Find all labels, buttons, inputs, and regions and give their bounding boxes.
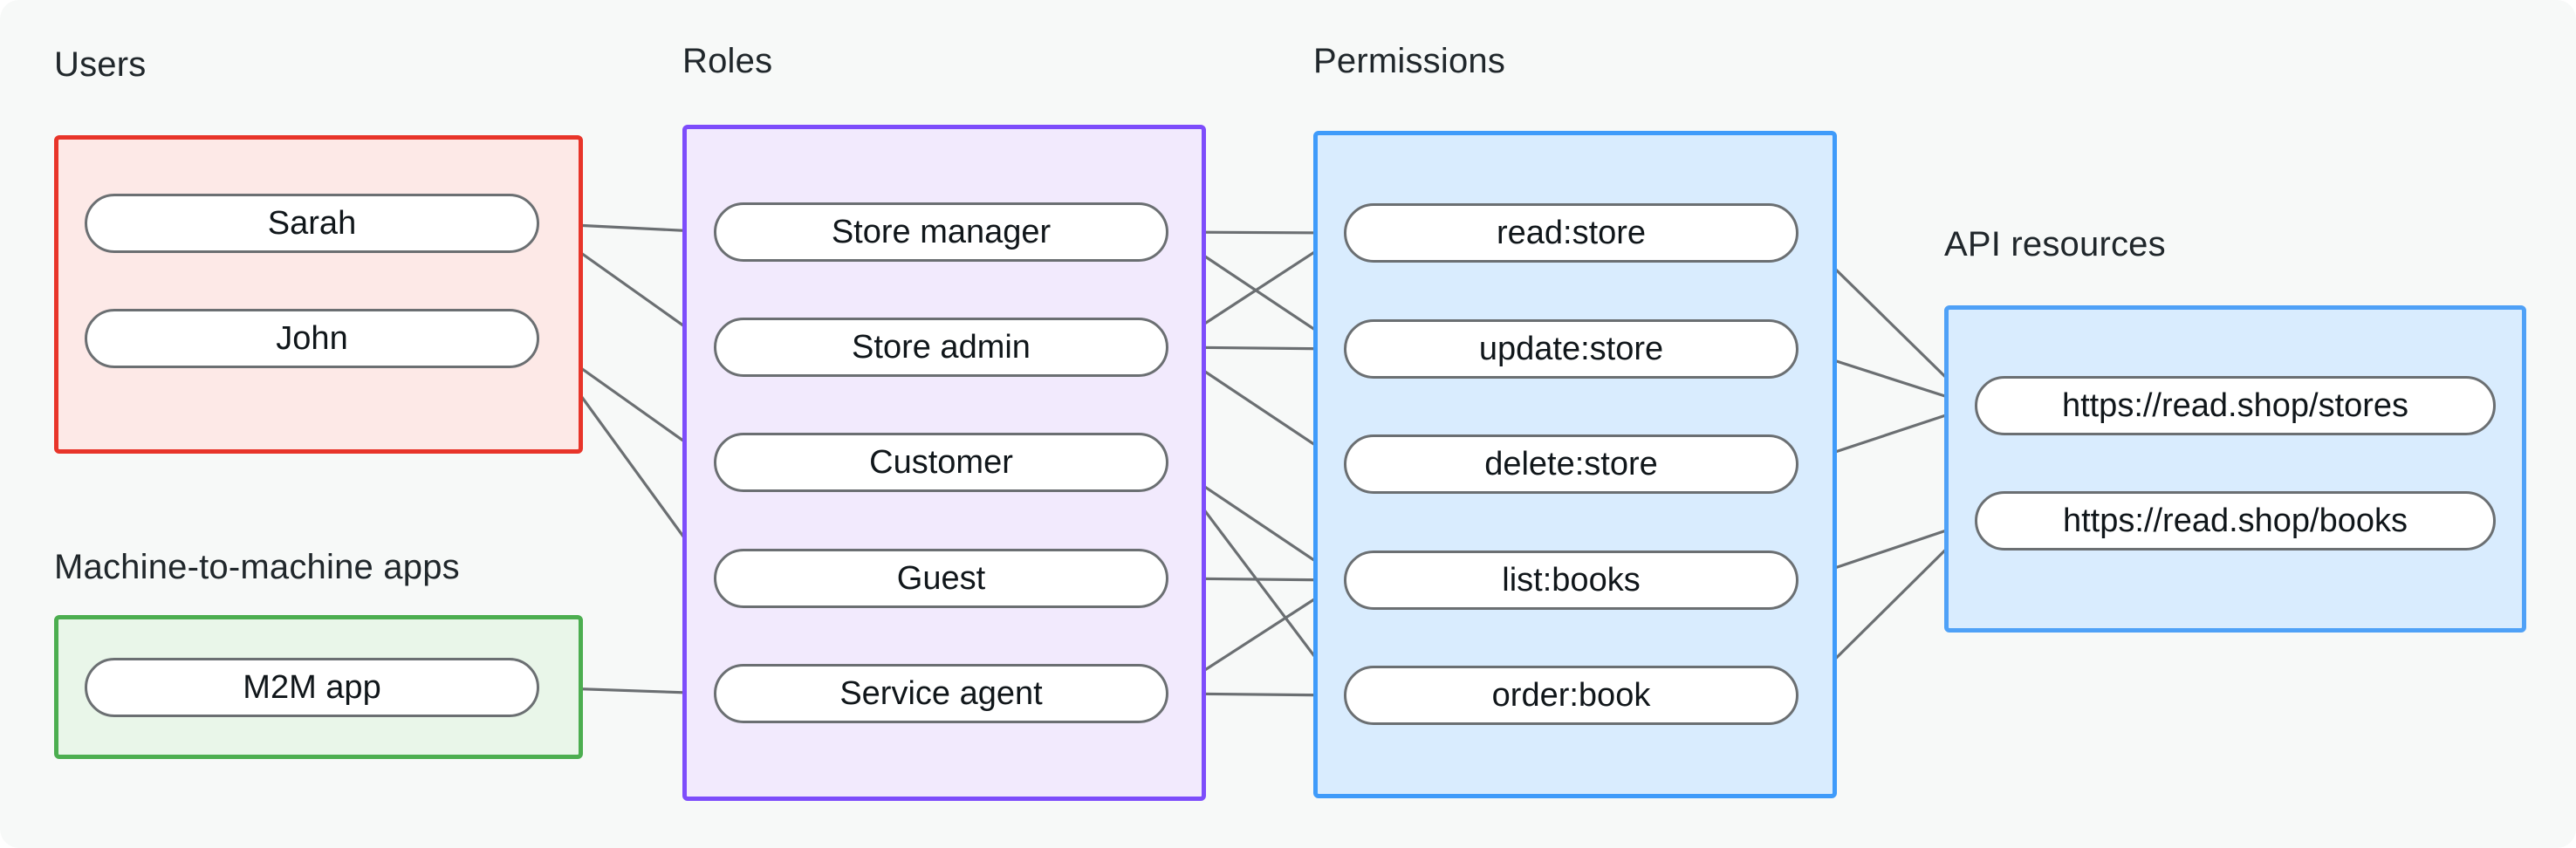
node-delete_store[interactable]: delete:store <box>1344 434 1798 494</box>
group-title-users: Users <box>54 45 147 84</box>
node-res_books[interactable]: https://read.shop/books <box>1975 491 2496 551</box>
group-box-users <box>54 135 583 454</box>
node-order_book[interactable]: order:book <box>1344 666 1798 725</box>
node-john[interactable]: John <box>85 309 539 368</box>
group-title-m2m: Machine-to-machine apps <box>54 548 460 586</box>
node-update_store[interactable]: update:store <box>1344 319 1798 379</box>
node-service_agent[interactable]: Service agent <box>714 664 1168 723</box>
group-title-roles: Roles <box>682 42 773 80</box>
node-guest[interactable]: Guest <box>714 549 1168 608</box>
node-customer[interactable]: Customer <box>714 433 1168 492</box>
group-title-api_resources: API resources <box>1944 225 2166 263</box>
node-sarah[interactable]: Sarah <box>85 194 539 253</box>
node-store_admin[interactable]: Store admin <box>714 318 1168 377</box>
node-res_stores[interactable]: https://read.shop/stores <box>1975 376 2496 435</box>
group-box-api_resources <box>1944 305 2526 633</box>
node-list_books[interactable]: list:books <box>1344 551 1798 610</box>
node-store_manager[interactable]: Store manager <box>714 202 1168 262</box>
node-read_store[interactable]: read:store <box>1344 203 1798 263</box>
node-m2mapp[interactable]: M2M app <box>85 658 539 717</box>
group-title-permissions: Permissions <box>1313 42 1506 80</box>
